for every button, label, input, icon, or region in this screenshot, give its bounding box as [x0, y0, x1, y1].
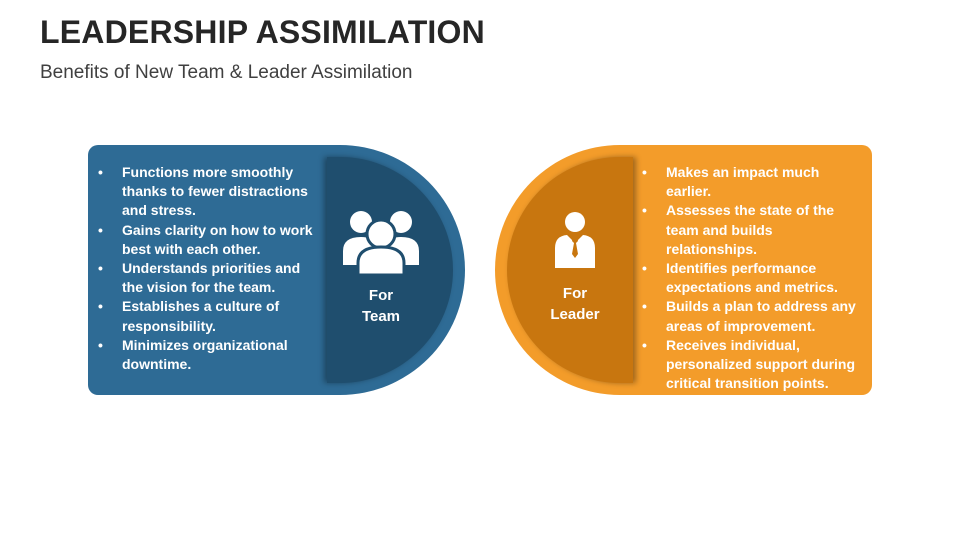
list-item: Functions more smoothly thanks to fewer … — [98, 163, 320, 221]
list-item: Establishes a culture of responsibility. — [98, 297, 320, 335]
list-item: Identifies performance expectations and … — [642, 259, 867, 297]
page-title: LEADERSHIP ASSIMILATION — [40, 14, 485, 50]
leader-label-line1: For — [562, 285, 588, 302]
team-label-line2: Team — [361, 308, 401, 325]
list-item: Gains clarity on how to work best with e… — [98, 221, 320, 259]
list-item: Assesses the state of the team and build… — [642, 201, 867, 259]
page-subtitle: Benefits of New Team & Leader Assimilati… — [40, 62, 413, 83]
list-item: Makes an impact much earlier. — [642, 163, 867, 201]
team-label: For Team — [345, 285, 417, 327]
list-item: Understands priorities and the vision fo… — [98, 259, 320, 297]
leader-label: For Leader — [537, 283, 613, 325]
group-icon — [341, 207, 421, 282]
team-label-line1: For — [368, 287, 394, 304]
list-item: Receives individual, personalized suppor… — [642, 336, 867, 394]
list-item: Minimizes organizational downtime. — [98, 336, 320, 374]
businessman-icon — [553, 210, 597, 273]
leader-label-line2: Leader — [550, 306, 600, 323]
list-item: Builds a plan to address any areas of im… — [642, 297, 867, 335]
leader-benefits-list: Makes an impact much earlier. Assesses t… — [642, 163, 867, 393]
team-benefits-list: Functions more smoothly thanks to fewer … — [98, 163, 320, 374]
